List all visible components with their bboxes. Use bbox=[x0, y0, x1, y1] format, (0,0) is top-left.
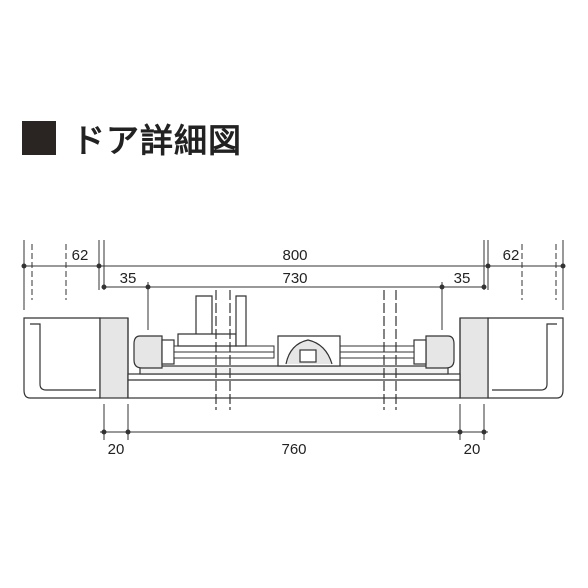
dim-left-inset: 35 bbox=[120, 270, 137, 287]
dim-left-frame: 62 bbox=[72, 247, 89, 264]
left-post bbox=[177, 290, 247, 410]
diagram-title: ドア詳細図 bbox=[22, 118, 242, 160]
left-frame-profile bbox=[23, 317, 129, 399]
dim-right-frame: 62 bbox=[503, 247, 520, 264]
right-wall bbox=[483, 240, 564, 310]
dim-inner-width: 730 bbox=[282, 270, 307, 287]
door-leaf bbox=[127, 365, 461, 399]
bottom-dimension-lines bbox=[100, 404, 488, 440]
left-seal bbox=[133, 335, 175, 369]
dim-bottom-right: 20 bbox=[464, 441, 481, 458]
left-wall bbox=[23, 240, 105, 310]
center-lock bbox=[277, 335, 341, 367]
title-text: ドア詳細図 bbox=[72, 121, 242, 160]
dim-bottom-center: 760 bbox=[281, 441, 306, 458]
title-square-icon bbox=[22, 121, 56, 155]
top-dimension-lines bbox=[21, 263, 566, 330]
dim-overall-width: 800 bbox=[282, 247, 307, 264]
dim-bottom-left: 20 bbox=[108, 441, 125, 458]
dim-right-inset: 35 bbox=[454, 270, 471, 287]
right-seal bbox=[413, 335, 455, 369]
right-frame-profile bbox=[459, 317, 564, 399]
right-post bbox=[383, 290, 397, 410]
